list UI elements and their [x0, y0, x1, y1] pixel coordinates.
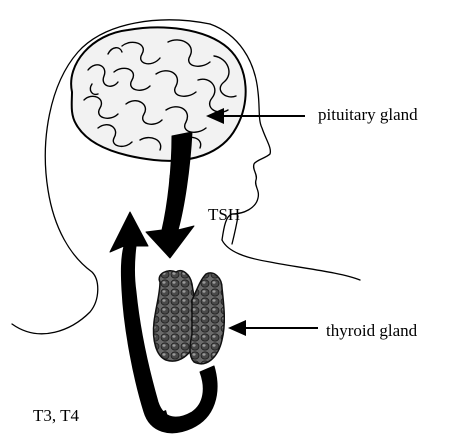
brain-icon: [71, 27, 246, 160]
pituitary-pointer-arrow: [206, 108, 305, 124]
pituitary-gland-label: pituitary gland: [318, 106, 418, 123]
thyroid-pointer-arrow: [228, 320, 318, 336]
thyroid-gland-icon: [154, 271, 225, 364]
thyroid-gland-label: thyroid gland: [326, 322, 417, 339]
t3-t4-label: T3, T4: [33, 407, 79, 424]
tsh-label: TSH: [208, 206, 240, 223]
